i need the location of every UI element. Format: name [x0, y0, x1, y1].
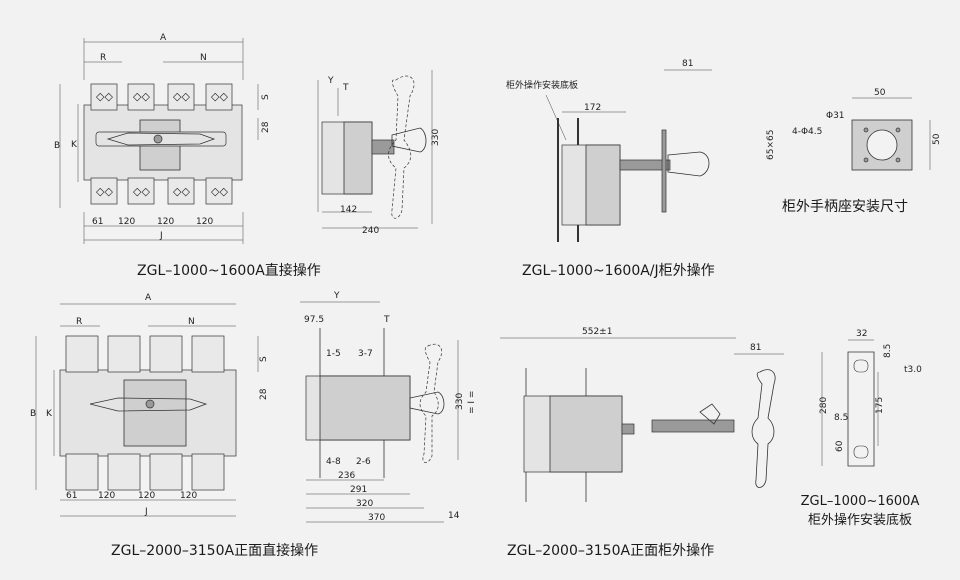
caption-diagram-4: ZGL–2000–3150A正面柜外操作 — [507, 543, 715, 559]
dim-R-2: R — [76, 317, 82, 327]
panel-note: 柜外操作安装底板 — [506, 79, 578, 91]
dim-T-2: T — [383, 315, 390, 325]
caption-diagram-1: ZGL–1000~1600A直接操作 — [137, 263, 321, 279]
dim-8-5-top: 8.5 — [883, 344, 893, 358]
svg-text:◇◇: ◇◇ — [211, 90, 228, 103]
dim-142: 142 — [340, 205, 357, 215]
dim-B-2: B — [30, 409, 36, 419]
dim-320: 320 — [356, 499, 373, 509]
external-operation-2000-3150: 552±1 81 — [500, 327, 784, 502]
dim-J: J — [159, 231, 163, 241]
dim-81: 81 — [682, 59, 693, 69]
dim-28: 28 — [261, 121, 271, 133]
svg-text:◇◇: ◇◇ — [96, 90, 113, 103]
dim-S: S — [261, 94, 271, 100]
handle-seat-mount: 50 Φ31 4-Φ4.5 65×65 50 — [766, 88, 942, 171]
caption-plate: ZGL–1000~1600A 柜外操作安装底板 — [800, 492, 920, 530]
pole-4-8: 4-8 — [326, 457, 341, 467]
dim-61: 61 — [92, 217, 103, 227]
caption-plate-line1: ZGL–1000~1600A — [800, 494, 920, 509]
dim-50-top: 50 — [874, 88, 886, 98]
caption-plate-line2: 柜外操作安装底板 — [807, 513, 912, 528]
dim-S-2: S — [259, 356, 269, 362]
pole-2-6: 2-6 — [356, 457, 371, 467]
svg-text:◇◇: ◇◇ — [133, 90, 150, 103]
dim-holes: 4-Φ4.5 — [792, 127, 822, 137]
dim-K-2: K — [46, 409, 53, 419]
dim-t3: t3.0 — [904, 365, 922, 375]
dim-175: 175 — [875, 397, 885, 414]
dim-291: 291 — [350, 485, 367, 495]
dim-65x65: 65×65 — [766, 130, 776, 160]
dim-280: 280 — [819, 397, 829, 414]
dim-8-5-mid: 8.5 — [834, 413, 848, 423]
dim-28-2: 28 — [259, 388, 269, 400]
dim-120e: 120 — [138, 491, 155, 501]
dim-120f: 120 — [180, 491, 197, 501]
dim-370: 370 — [368, 513, 385, 523]
dim-60: 60 — [835, 440, 845, 452]
dim-172: 172 — [584, 103, 601, 113]
dim-330: 330 — [431, 129, 441, 146]
dim-J-2: J — [144, 507, 148, 517]
bottom-terminals-2 — [65, 453, 225, 491]
svg-text:◇◇: ◇◇ — [173, 90, 190, 103]
dim-phi31: Φ31 — [826, 111, 845, 121]
dim-81-2: 81 — [750, 343, 761, 353]
dim-552: 552±1 — [582, 327, 612, 337]
bottom-terminals: ◇◇ ◇◇ ◇◇ ◇◇ — [90, 177, 233, 205]
top-terminals-2 — [65, 335, 225, 373]
side-view-1000-1600: Y T 142 240 330 — [317, 70, 441, 236]
caption-diagram-2: ZGL–1000~1600A/J柜外操作 — [522, 263, 715, 279]
dim-32: 32 — [856, 329, 867, 339]
dim-120d: 120 — [98, 491, 115, 501]
dim-Y-2: Y — [333, 291, 340, 301]
dim-120a: 120 — [118, 217, 135, 227]
svg-text:◇◇: ◇◇ — [96, 185, 113, 198]
dim-A-2: A — [145, 293, 152, 303]
dim-N: N — [200, 53, 207, 63]
dim-N-2: N — [188, 317, 195, 327]
pole-1-5: 1-5 — [326, 349, 341, 359]
dim-330-2: 330 — [455, 393, 465, 410]
dim-120c: 120 — [196, 217, 213, 227]
dim-50-side: 50 — [932, 133, 942, 145]
svg-text:◇◇: ◇◇ — [133, 185, 150, 198]
dim-14: 14 — [448, 511, 460, 521]
dim-eq: = I = — [467, 391, 477, 414]
pole-3-7: 3-7 — [358, 349, 373, 359]
dim-236: 236 — [338, 471, 355, 481]
external-operation-1000-1600: 柜外操作安装底板 172 81 — [506, 59, 712, 242]
dim-A: A — [160, 33, 167, 43]
dim-K: K — [71, 140, 78, 150]
dim-B: B — [54, 141, 60, 151]
dim-Y: Y — [327, 76, 334, 86]
side-view-2000-3150: Y 97.5 T 1-5 3-7 4-8 2-6 236 291 320 370… — [300, 291, 477, 523]
top-terminals: ◇◇ ◇◇ ◇◇ ◇◇ — [90, 83, 233, 111]
dim-120b: 120 — [157, 217, 174, 227]
caption-diagram-3: ZGL–2000–3150A正面直接操作 — [111, 543, 319, 559]
dim-240: 240 — [362, 226, 379, 236]
dim-R: R — [100, 53, 106, 63]
caption-mount-size: 柜外手柄座安装尺寸 — [782, 199, 908, 215]
dim-61-2: 61 — [66, 491, 77, 501]
dim-97-5: 97.5 — [304, 315, 324, 325]
svg-text:◇◇: ◇◇ — [211, 185, 228, 198]
front-view-1000-1600: A R N ◇◇ ◇◇ ◇◇ ◇◇ ◇◇ ◇◇ ◇◇ ◇◇ — [54, 33, 271, 244]
svg-text:◇◇: ◇◇ — [173, 185, 190, 198]
front-view-2000-3150: A R N B K S 28 61 120 120 120 — [30, 293, 269, 517]
mounting-plate: 32 8.5 t3.0 280 8.5 175 60 — [819, 329, 922, 467]
dim-T: T — [342, 83, 349, 93]
